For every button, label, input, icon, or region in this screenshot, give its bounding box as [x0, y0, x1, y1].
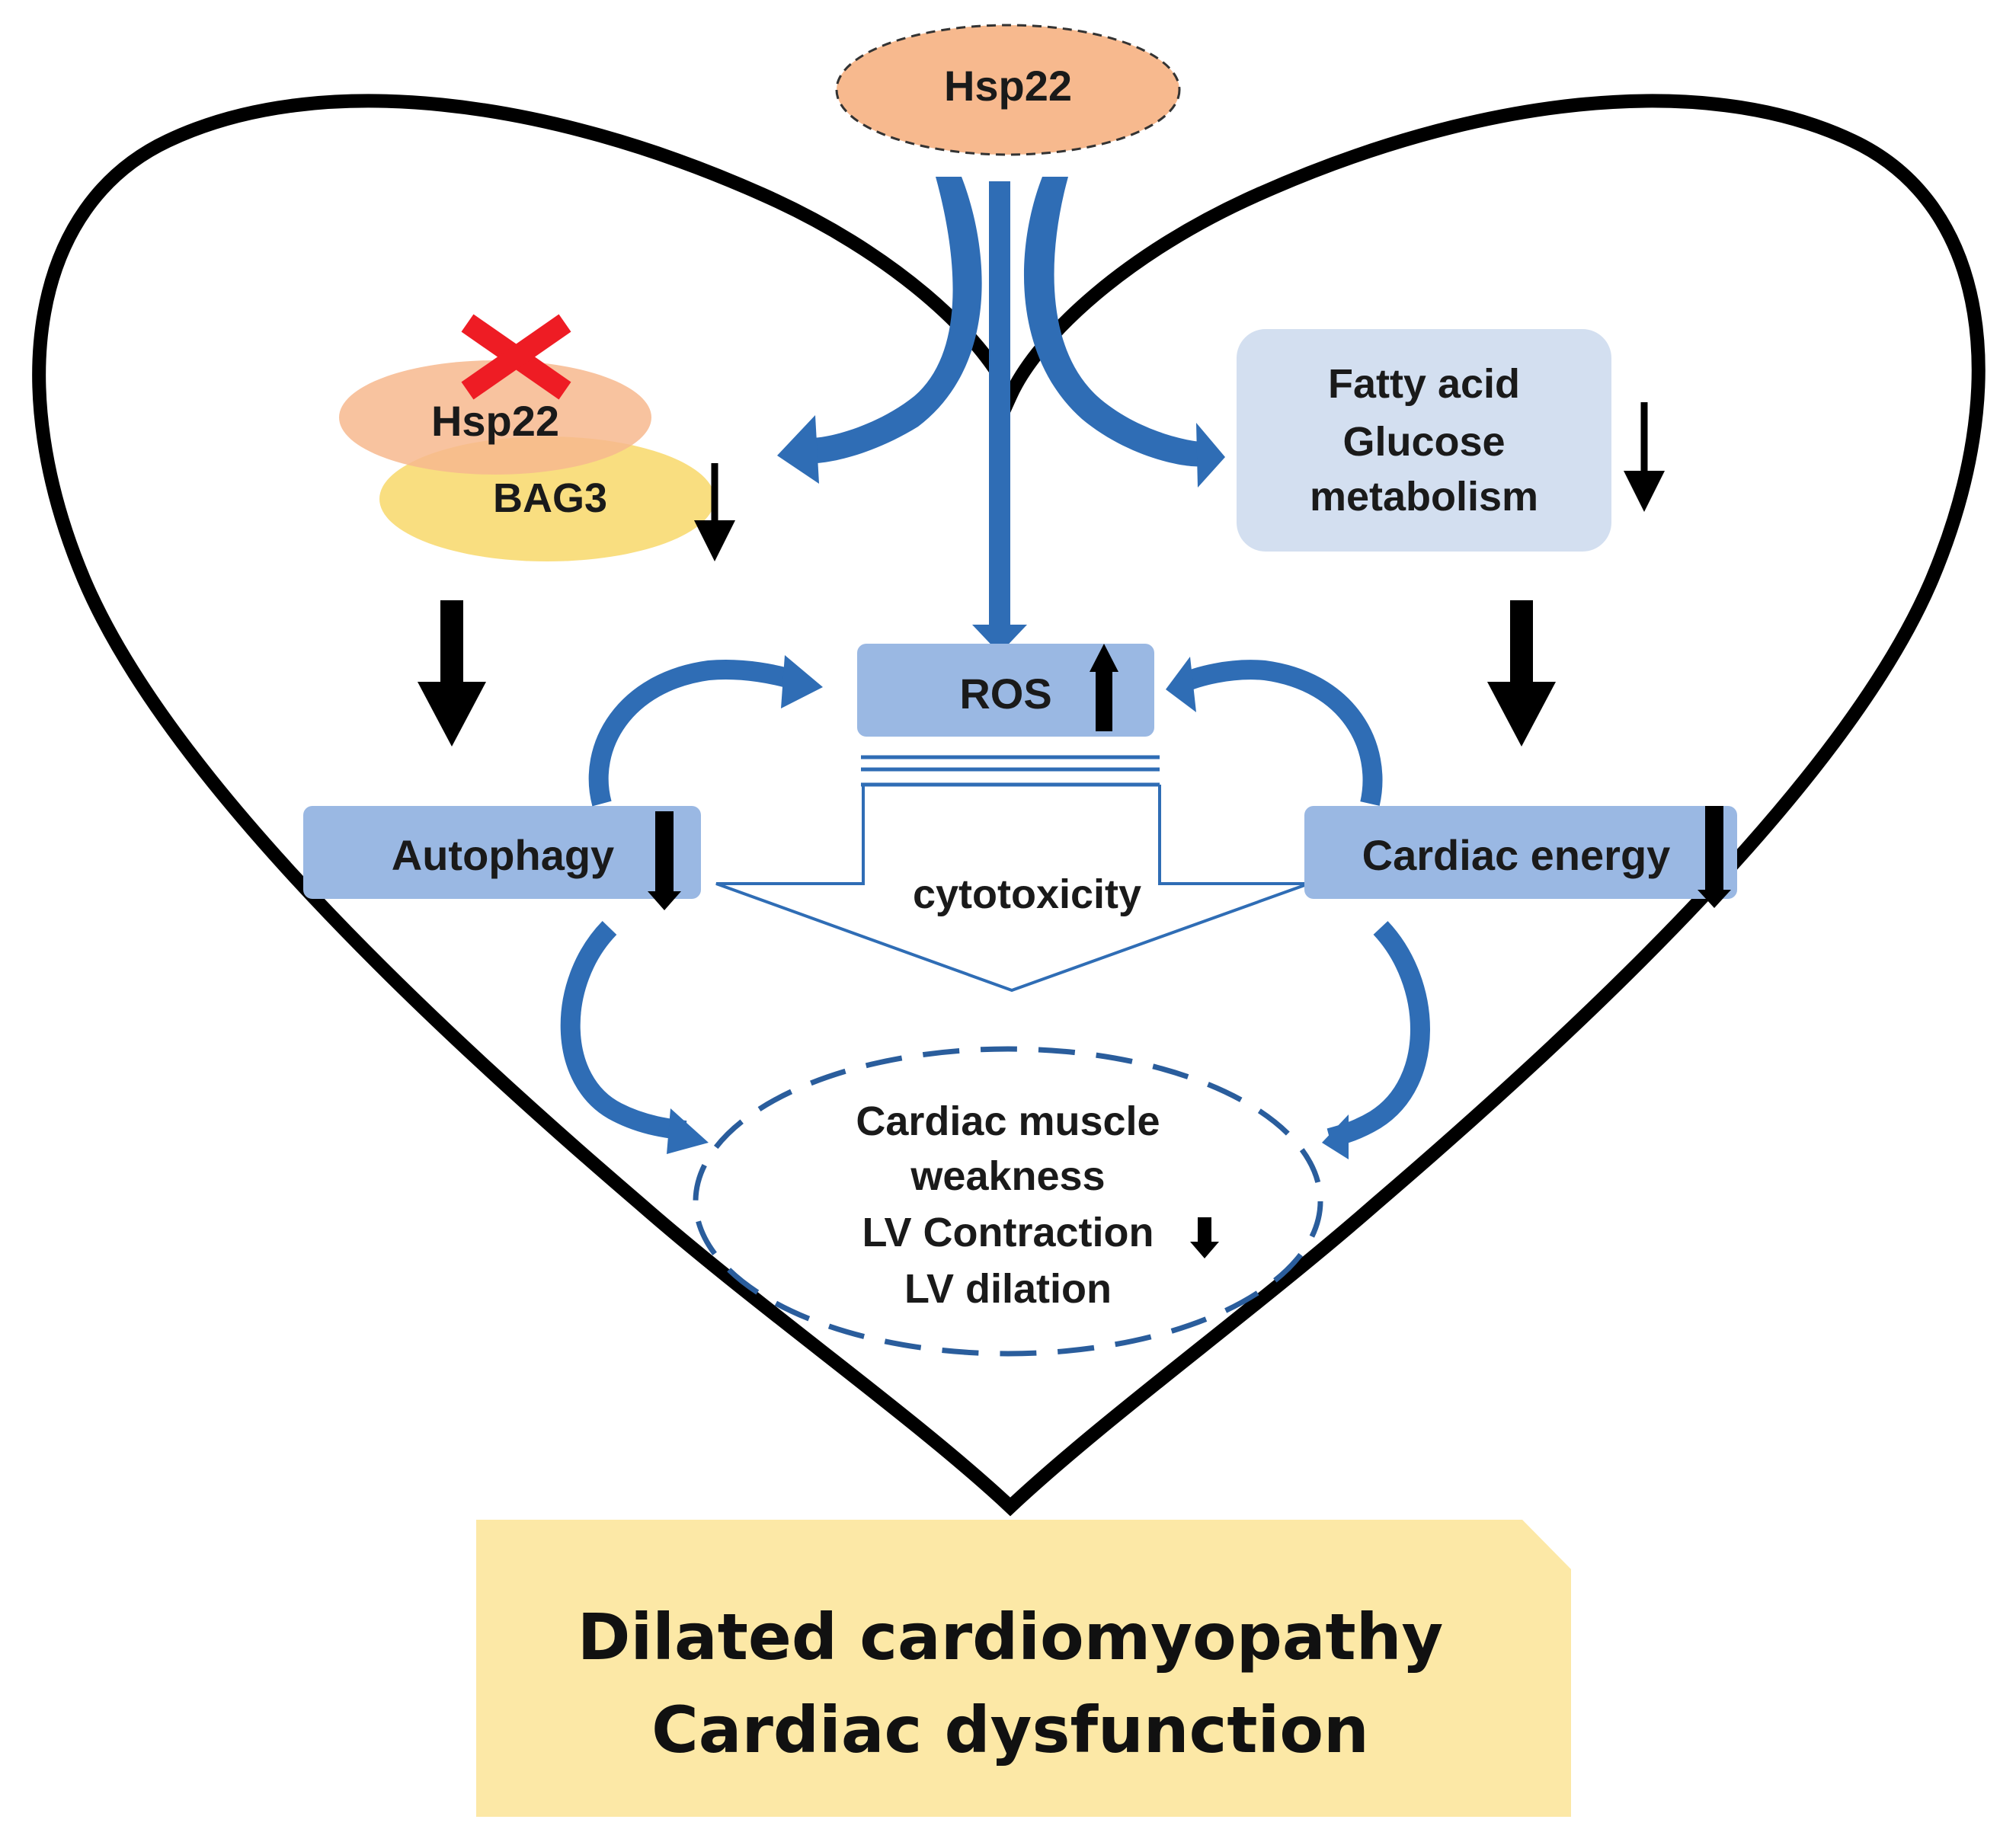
metabolism-box: Fatty acid Glucose metabolism — [1237, 329, 1611, 552]
energy-to-effects-head — [1322, 1114, 1349, 1159]
metabolism-line-2: Glucose — [1342, 419, 1505, 465]
hsp22-source-node: Hsp22 — [835, 24, 1181, 156]
left-curved-arrowhead — [777, 415, 819, 484]
hsp22-complex-ellipse — [339, 360, 651, 475]
ros-label: ROS — [959, 670, 1051, 718]
black-down-arrow-left — [418, 600, 486, 747]
lv-contraction-down-arrow-icon — [1190, 1217, 1219, 1258]
cardiac-energy-down-arrow-icon — [1698, 806, 1731, 908]
feedback-arrows — [588, 655, 1383, 807]
black-down-arrow-right — [1487, 600, 1556, 747]
cardiac-energy-box: Cardiac energy — [1304, 806, 1737, 908]
down-arrow-to-ros-head — [972, 625, 1027, 654]
hsp22-pathway-arrows — [777, 177, 1225, 654]
energy-to-ros-curve — [1176, 660, 1383, 806]
effects-line-4: LV dilation — [904, 1266, 1112, 1312]
autophagy-box: Autophagy — [303, 806, 701, 910]
effect-arrows — [560, 920, 1430, 1159]
cardiac-energy-label: Cardiac energy — [1362, 831, 1671, 879]
autophagy-to-effects-curve — [560, 920, 687, 1140]
right-curved-arrow — [1023, 177, 1204, 467]
central-shaft — [989, 181, 1010, 631]
metabolism-line-3: metabolism — [1310, 474, 1538, 520]
hsp22-bag3-complex: Hsp22 BAG3 — [339, 314, 735, 561]
effects-line-1: Cardiac muscle — [856, 1098, 1160, 1144]
autophagy-label: Autophagy — [392, 831, 614, 879]
metabolism-line-1: Fatty acid — [1328, 361, 1520, 407]
effects-line-3: LV Contraction — [862, 1210, 1154, 1255]
effects-node: Cardiac muscle weakness LV Contraction L… — [693, 1046, 1323, 1357]
autophagy-to-ros-curve — [588, 660, 804, 807]
energy-to-effects-curve — [1326, 921, 1430, 1148]
ros-box: ROS — [857, 644, 1154, 737]
autophagy-to-ros-head — [781, 655, 823, 708]
effects-line-2: weakness — [910, 1153, 1105, 1199]
inhibition-bars — [861, 755, 1160, 787]
hsp22-complex-label: Hsp22 — [431, 397, 559, 445]
outcome-line-2: Cardiac dysfunction — [651, 1693, 1369, 1767]
autophagy-to-effects-head — [667, 1108, 709, 1154]
ros-up-arrow-icon — [1090, 644, 1118, 731]
right-curved-arrowhead — [1196, 423, 1225, 488]
energy-to-ros-head — [1166, 657, 1196, 712]
autophagy-down-arrow-icon — [648, 811, 681, 910]
outcome-line-1: Dilated cardiomyopathy — [578, 1600, 1444, 1674]
bag3-label: BAG3 — [493, 475, 607, 521]
hsp22-source-label: Hsp22 — [944, 62, 1072, 110]
cytotoxicity-arrow — [715, 785, 1310, 993]
knockout-x-icon — [461, 314, 571, 400]
outcome-box: Dilated cardiomyopathy Cardiac dysfuncti… — [476, 1520, 1571, 1817]
left-curved-arrow — [808, 177, 982, 464]
cytotoxicity-label: cytotoxicity — [913, 871, 1141, 917]
